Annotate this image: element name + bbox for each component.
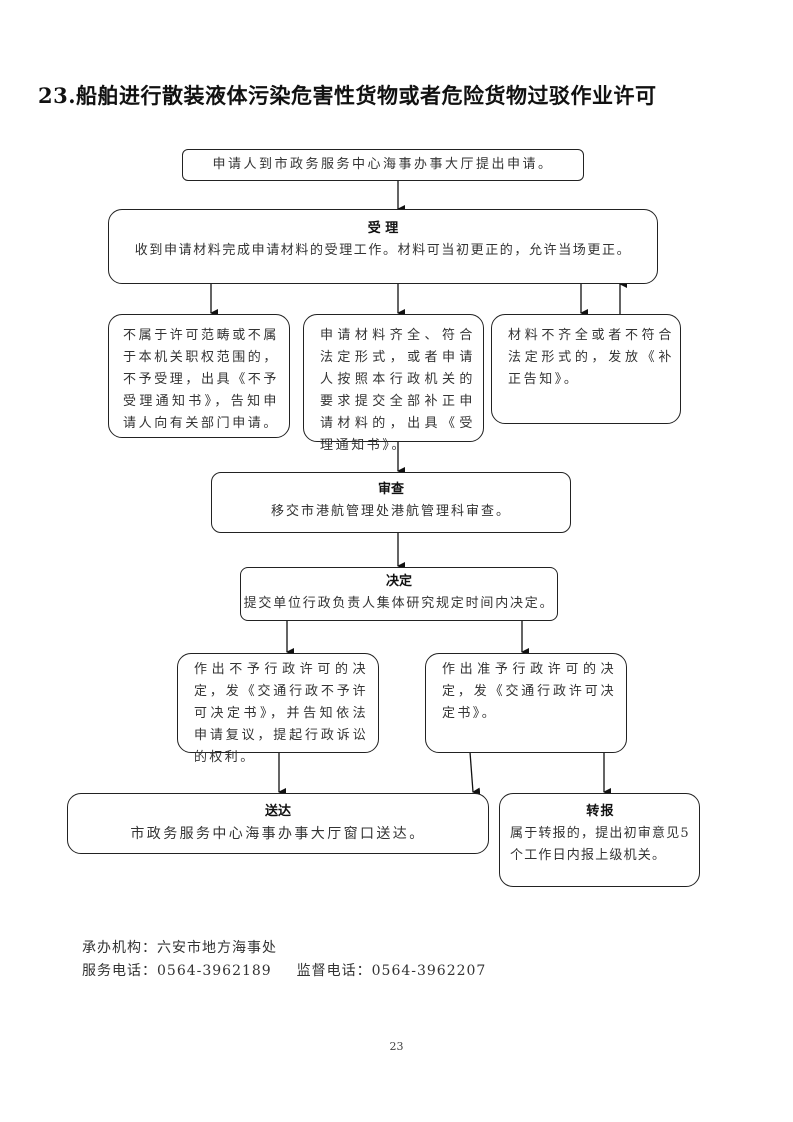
page-title: 23.船舶进行散装液体污染危害性货物或者危险货物过驳作业许可 bbox=[38, 83, 657, 108]
reject-text: 不属于许可范畴或不属于本机关职权范围的，不予受理，出具《不予受理通知书》，告知申… bbox=[123, 328, 280, 431]
decision-box: 决定 提交单位行政负责人集体研究规定时间内决定。 bbox=[240, 567, 558, 621]
service-phone-label: 服务电话： bbox=[82, 963, 157, 979]
page-number: 23 bbox=[389, 1040, 404, 1053]
accept-text: 收到申请材料完成申请材料的受理工作。材料可当初更正的，允许当场更正。 bbox=[134, 243, 632, 258]
phone-line: 服务电话：0564-3962189 监督电话：0564-3962207 bbox=[82, 960, 486, 980]
forward-text: 属于转报的，提出初审意见5个工作日内报上级机关。 bbox=[510, 826, 690, 863]
incomplete-text: 材料不齐全或者不符合法定形式的，发放《补正告知》。 bbox=[508, 328, 674, 387]
forward-heading: 转报 bbox=[586, 804, 615, 819]
service-phone-value: 0564-3962189 bbox=[157, 963, 272, 979]
agency-value: 六安市地方海事处 bbox=[157, 940, 277, 956]
deny-text: 作出不予行政许可的决定，发《交通行政不予许可决定书》，并告知依法申请复议，提起行… bbox=[194, 662, 368, 765]
forward-box: 转报 属于转报的，提出初审意见5个工作日内报上级机关。 bbox=[499, 793, 700, 887]
decision-text: 提交单位行政负责人集体研究规定时间内决定。 bbox=[243, 596, 555, 611]
incomplete-box: 材料不齐全或者不符合法定形式的，发放《补正告知》。 bbox=[491, 314, 681, 424]
deliver-box: 送达 市政务服务中心海事办事大厅窗口送达。 bbox=[67, 793, 489, 854]
agency-label: 承办机构： bbox=[82, 940, 157, 956]
accept-heading: 受 理 bbox=[367, 221, 399, 236]
review-text: 移交市港航管理处港航管理科审查。 bbox=[270, 504, 511, 519]
deny-box: 作出不予行政许可的决定，发《交通行政不予许可决定书》，并告知依法申请复议，提起行… bbox=[177, 653, 379, 765]
apply-box: 申请人到市政务服务中心海事办事大厅提出申请。 bbox=[182, 149, 584, 181]
deliver-text: 市政务服务中心海事办事大厅窗口送达。 bbox=[130, 826, 426, 842]
agency-line: 承办机构：六安市地方海事处 bbox=[82, 937, 277, 957]
supervision-phone-value: 0564-3962207 bbox=[371, 963, 487, 979]
arrow-approve-to-deliver bbox=[469, 751, 481, 796]
approve-text: 作出准予行政许可的决定，发《交通行政许可决定书》。 bbox=[442, 662, 616, 721]
accept-box: 受 理 收到申请材料完成申请材料的受理工作。材料可当初更正的，允许当场更正。 bbox=[108, 209, 658, 284]
review-box: 审查 移交市港航管理处港航管理科审查。 bbox=[211, 472, 571, 533]
review-heading: 审查 bbox=[377, 482, 404, 497]
supervision-phone-label: 监督电话： bbox=[296, 963, 372, 979]
decision-heading: 决定 bbox=[385, 574, 412, 589]
reject-box: 不属于许可范畴或不属于本机关职权范围的，不予受理，出具《不予受理通知书》，告知申… bbox=[108, 314, 290, 438]
apply-text: 申请人到市政务服务中心海事办事大厅提出申请。 bbox=[212, 157, 554, 172]
complete-text: 申请材料齐全、符合法定形式，或者申请人按照本行政机关的要求提交全部补正申请材料的… bbox=[320, 328, 475, 453]
deliver-heading: 送达 bbox=[264, 804, 291, 819]
approve-box: 作出准予行政许可的决定，发《交通行政许可决定书》。 bbox=[425, 653, 627, 753]
complete-box: 申请材料齐全、符合法定形式，或者申请人按照本行政机关的要求提交全部补正申请材料的… bbox=[303, 314, 484, 453]
